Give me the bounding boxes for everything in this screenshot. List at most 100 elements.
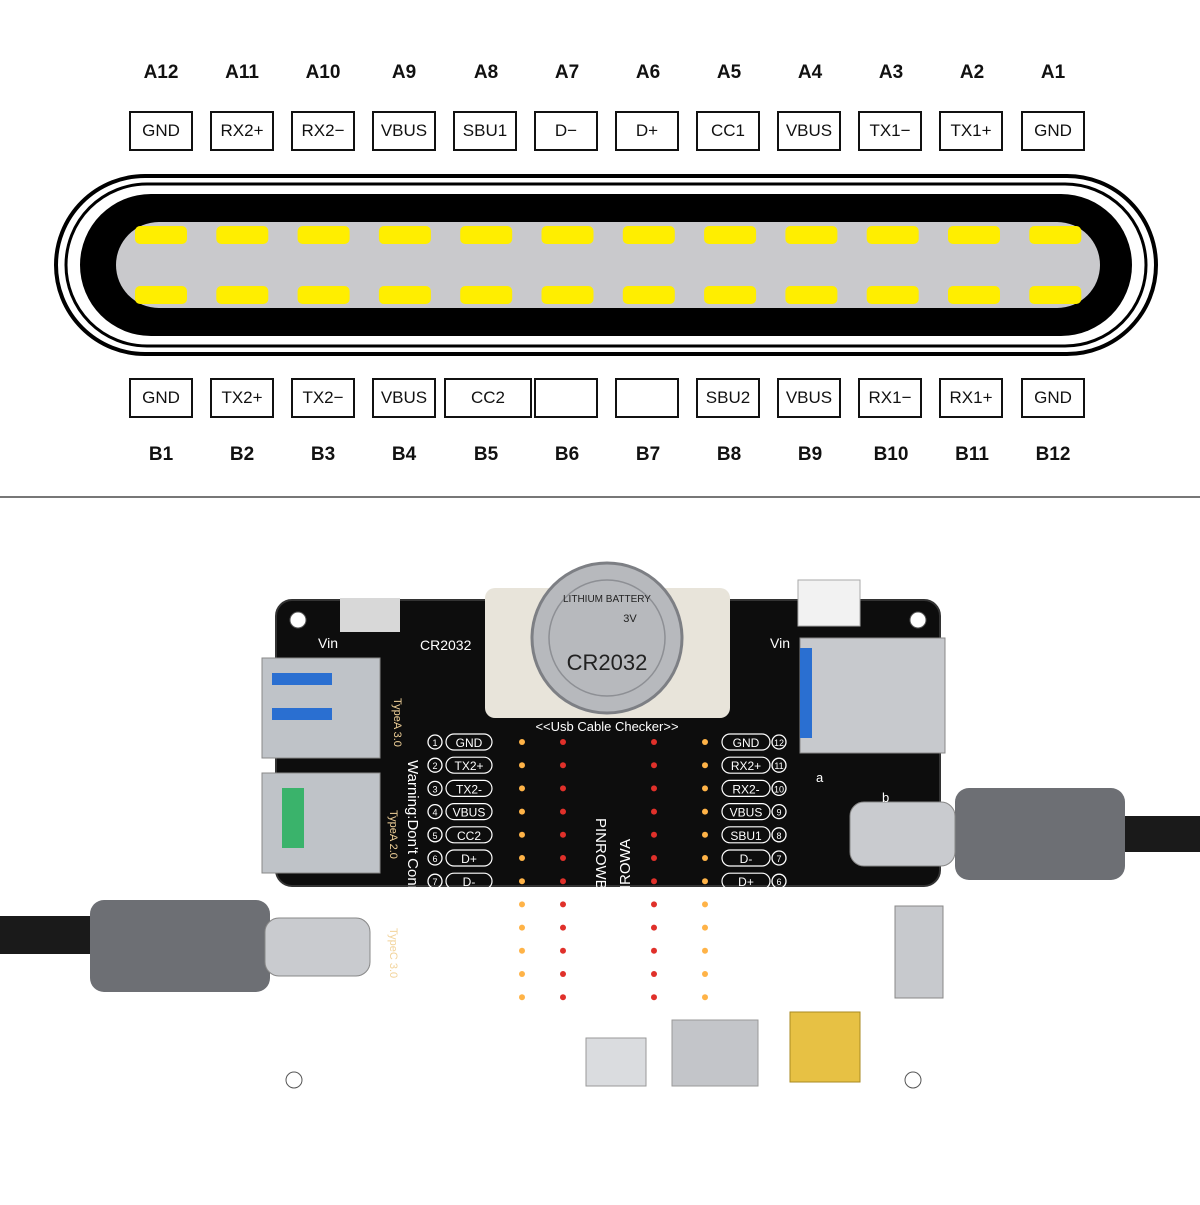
pinrow-b-label: PINROWB xyxy=(592,818,609,890)
pin-name: GND xyxy=(733,736,760,750)
top-contact xyxy=(135,226,187,244)
signal-a5: CC1 xyxy=(696,111,760,151)
cc2-label: CC2 xyxy=(348,1026,372,1050)
top-contact xyxy=(785,226,838,244)
pin-number-ring xyxy=(771,896,787,913)
bottom-contact xyxy=(1029,286,1082,304)
top-contact xyxy=(704,226,757,244)
usb-typec-30-port[interactable] xyxy=(264,917,371,977)
pin-number: 3 xyxy=(432,784,437,794)
shield-label: Shield xyxy=(524,1065,557,1079)
pin-name-frame xyxy=(721,942,771,960)
usb-cable-checker-board: CR2032 LITHIUM BATTERY 3V Vin CR2032 Vin… xyxy=(0,561,1200,1089)
led-indicator xyxy=(519,878,525,885)
cc1-label: CC1 xyxy=(398,1026,422,1050)
pin-name: TX1- xyxy=(733,945,759,959)
pin-label-b4: B4 xyxy=(391,444,417,465)
bottom-contact xyxy=(948,286,1000,304)
usb-minib-20-port[interactable] xyxy=(789,1011,861,1083)
pin-number: 11 xyxy=(774,761,783,771)
pin-number: 9 xyxy=(432,924,437,934)
led-indicator xyxy=(519,762,525,769)
s-label: S xyxy=(436,1023,443,1035)
usb-typea-20-port[interactable] xyxy=(261,772,381,874)
signal-a7: D− xyxy=(534,111,598,151)
pin-number-ring xyxy=(427,873,443,889)
pin-number: 2 xyxy=(776,970,781,980)
pin-name-frame xyxy=(721,895,771,913)
legend-item: d.MiniB 2.0 xyxy=(800,950,865,965)
usb-typea-20-tongue xyxy=(282,788,304,848)
led-indicator xyxy=(519,924,525,931)
signal-a1: GND xyxy=(1021,111,1085,151)
pin-number-ring xyxy=(427,966,443,982)
signal-b11: RX1+ xyxy=(939,378,1003,418)
led-indicator xyxy=(651,994,657,1001)
pin-name: VBUS xyxy=(730,922,763,936)
pin-number-ring xyxy=(771,757,787,773)
pin-name-frame xyxy=(445,803,493,821)
bottom-contact xyxy=(460,286,513,304)
led-indicator xyxy=(651,855,657,861)
led-indicator xyxy=(560,971,566,977)
mount-hole-tl xyxy=(289,611,307,629)
pin-number: 12 xyxy=(430,993,440,1003)
pin-name-frame xyxy=(445,826,493,844)
led-indicator xyxy=(519,831,525,838)
usb-microb-30-port[interactable] xyxy=(894,905,944,999)
led-indicator xyxy=(651,762,657,769)
pin-name: D- xyxy=(740,852,753,866)
bottom-contact xyxy=(378,286,431,304)
pin-number-ring xyxy=(427,803,443,820)
pin-name-frame xyxy=(721,849,771,867)
lightning-port[interactable] xyxy=(671,1019,759,1087)
mount-hole-bl xyxy=(285,1071,303,1089)
pin-name-frame xyxy=(445,895,493,913)
pin-label-a7: A7 xyxy=(554,62,580,83)
pin-number-ring xyxy=(771,850,787,866)
jst-connector xyxy=(797,579,861,627)
top-contact xyxy=(948,226,1000,244)
usb-typec-30-port-right[interactable] xyxy=(849,801,956,867)
pin-label-a8: A8 xyxy=(473,62,499,83)
pin-number-ring xyxy=(771,873,787,889)
board-photo: CR2032 LITHIUM BATTERY 3V Vin CR2032 Vin… xyxy=(0,498,1200,1200)
pin-name-frame xyxy=(445,988,493,1006)
marker-f: f xyxy=(616,1018,620,1033)
battery-model-text: CR2032 xyxy=(567,650,648,675)
signal-a8: SBU1 xyxy=(453,111,517,151)
pin-name-frame xyxy=(721,919,771,937)
led-indicator xyxy=(651,971,657,977)
led-indicator xyxy=(702,739,708,745)
pin-name: RX2- xyxy=(732,782,759,796)
signal-b12: GND xyxy=(1021,378,1085,418)
pin-label-a10: A10 xyxy=(305,62,341,83)
pin-number-ring xyxy=(771,966,787,982)
led-indicator xyxy=(702,808,708,815)
pin-name: RX1- xyxy=(455,945,482,959)
pin-name-frame xyxy=(721,988,771,1006)
pin-number: 9 xyxy=(776,808,781,818)
bottom-contact xyxy=(135,286,187,304)
pin-number: 1 xyxy=(776,993,781,1003)
pin-number: 4 xyxy=(776,924,781,934)
pin-name: D- xyxy=(463,875,476,889)
legend-item: a.TypeB 3.0 xyxy=(800,898,869,913)
pin-number-ring xyxy=(771,943,787,959)
pinrow-a-label: PINROWA xyxy=(617,839,634,910)
usb-microb-20-port[interactable] xyxy=(585,1037,647,1087)
led-indicator xyxy=(702,762,708,769)
usb-typeb-30-port[interactable] xyxy=(799,637,946,754)
pin-number-ring xyxy=(427,919,443,936)
receptacle-tongue xyxy=(116,222,1100,308)
pin-number: 1 xyxy=(432,738,437,748)
pin-name-frame xyxy=(721,872,771,890)
pin-number-ring xyxy=(427,989,443,1005)
pin-name: GND xyxy=(456,736,483,750)
pin-label-b6: B6 xyxy=(554,444,580,465)
top-contact xyxy=(378,226,431,244)
pin-number: 8 xyxy=(432,900,437,910)
pin-label-a1: A1 xyxy=(1040,62,1066,83)
power-switch[interactable] xyxy=(340,598,400,632)
pin-label-a12: A12 xyxy=(143,62,179,83)
